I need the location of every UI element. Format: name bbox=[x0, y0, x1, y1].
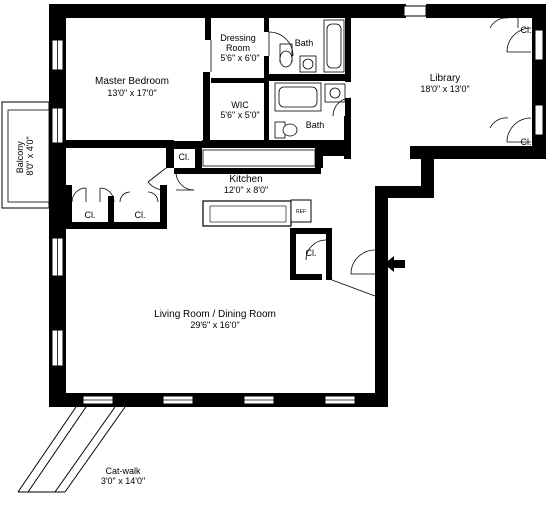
living-dining-label: Living Room / Dining Room bbox=[154, 309, 276, 320]
ref-label: REF bbox=[296, 209, 306, 215]
closet-entry-label: Cl. bbox=[306, 248, 317, 258]
closet-kitchen-label: Cl. bbox=[179, 152, 190, 162]
catwalk-label: Cat-walk bbox=[105, 466, 141, 476]
svg-text:Balcony 8'0" x 4'0": Balcony 8'0" x 4'0" bbox=[15, 136, 35, 175]
closet-library-2-label: Cl. bbox=[521, 137, 532, 147]
closet-library-1-label: Cl. bbox=[521, 25, 532, 35]
kitchen-counter-inner bbox=[209, 205, 287, 223]
bath-lower-label: Bath bbox=[306, 120, 325, 130]
balcony: Balcony 8'0" x 4'0" bbox=[1, 101, 50, 209]
catwalk bbox=[17, 406, 126, 493]
bath-upper-fixtures bbox=[279, 19, 345, 73]
window-top bbox=[403, 5, 427, 17]
master-bedroom-size: 13'0" x 17'0" bbox=[107, 88, 156, 98]
dressing-room-size: 5'6" x 6'0" bbox=[220, 53, 259, 63]
kitchen-upper-counter bbox=[202, 149, 316, 167]
door-swings bbox=[71, 17, 532, 297]
library-windows bbox=[534, 29, 544, 136]
wic-size: 5'6" x 5'0" bbox=[220, 110, 259, 120]
dressing-room-label-1: Dressing bbox=[220, 33, 256, 43]
balcony-size: 8'0" x 4'0" bbox=[25, 136, 35, 175]
dressing-room-label-2: Room bbox=[226, 43, 250, 53]
kitchen-label: Kitchen bbox=[229, 174, 262, 185]
bath-upper-label: Bath bbox=[295, 38, 314, 48]
master-bedroom-label: Master Bedroom bbox=[95, 76, 169, 87]
catwalk-size: 3'0" x 14'0" bbox=[101, 476, 145, 486]
kitchen-size: 12'0" x 8'0" bbox=[224, 185, 268, 195]
closet-bedroom-2-label: Cl. bbox=[135, 210, 146, 220]
interior-walls bbox=[66, 18, 351, 280]
refrigerator bbox=[290, 199, 312, 223]
library-size: 18'0" x 13'0" bbox=[420, 84, 469, 94]
wic-label: WIC bbox=[231, 100, 249, 110]
bath-lower-fixtures bbox=[274, 82, 346, 139]
balcony-label: Balcony bbox=[15, 141, 25, 174]
library-label: Library bbox=[430, 73, 461, 84]
closet-bedroom-1-label: Cl. bbox=[85, 210, 96, 220]
living-dining-size: 29'6" x 16'0" bbox=[190, 320, 239, 330]
entry-arrow-icon bbox=[384, 256, 405, 272]
